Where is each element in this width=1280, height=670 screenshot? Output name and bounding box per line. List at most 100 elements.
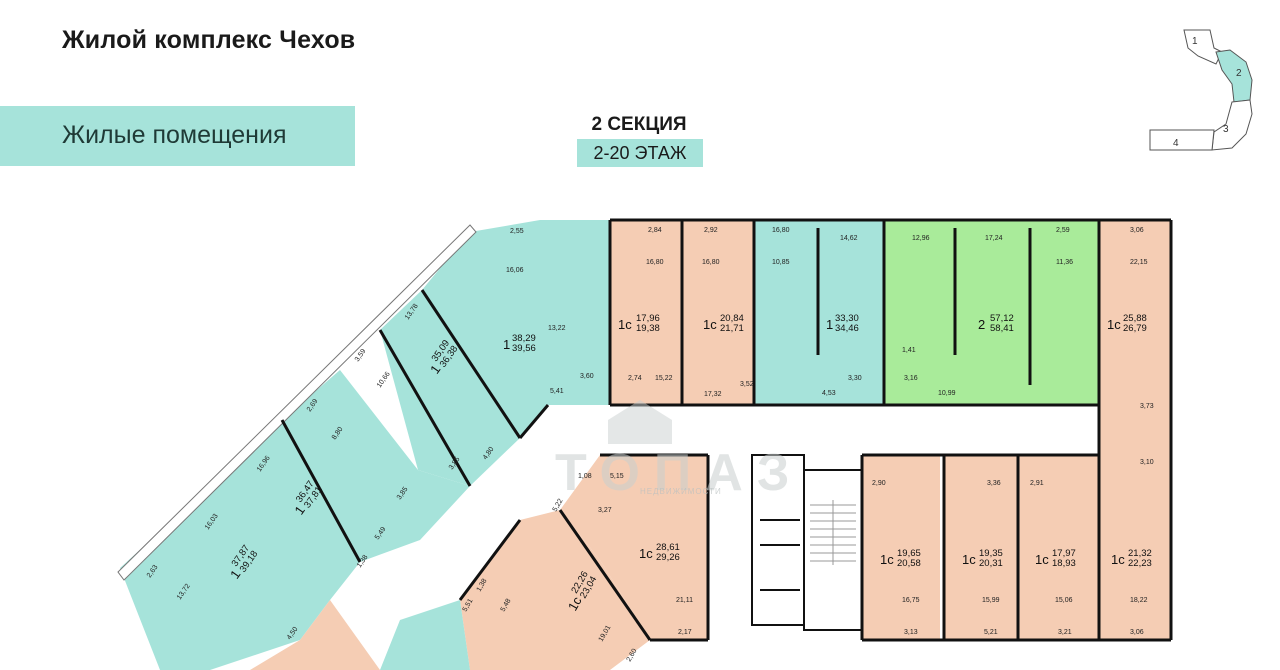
room-area: 3,13 [904,629,918,636]
lower-left-wing [250,455,708,670]
apartment-area: 25,88 [1123,313,1147,324]
walls [280,218,1173,642]
banner-label: Жилые помещения [62,121,287,149]
apartment-area: 19,35 [979,548,1003,559]
complex-title: Жилой комплекс Чехов [62,26,356,54]
apartment-type: 1с [1035,552,1049,567]
apartment-type: 1с [703,317,717,332]
apartment-p1[interactable] [610,220,682,405]
bottom-right-row [862,435,1171,640]
apartment-p3[interactable] [1099,220,1171,435]
apartment-t3[interactable] [282,370,470,562]
apartment-p7[interactable] [944,455,1018,640]
key-plan-label: 3 [1223,124,1229,135]
room-area: 1,08 [578,473,592,480]
apartment-t4[interactable] [120,420,360,670]
room-area: 22,15 [1130,259,1148,266]
apartment-p8[interactable] [1018,455,1098,640]
apartment-p9[interactable] [1099,435,1171,640]
apartment-p5[interactable] [460,510,650,670]
apartment-p2[interactable] [682,220,754,405]
room-area: 16,80 [702,259,720,266]
apartment-area: 57,12 [990,313,1014,324]
apartment-area: 17,97 [1052,548,1076,559]
watermark: ТОПАЗ НЕДВИЖИМОСТИ [555,400,789,502]
watermark-logo-icon [608,400,672,444]
room-area: 15,06 [1055,597,1073,604]
key-plan-section-3[interactable] [1211,99,1253,151]
room-area: 4,53 [822,390,836,397]
room-area: 17,24 [985,235,1003,242]
room-area: 16,75 [902,597,920,604]
room-area: 5,21 [984,629,998,636]
room-area: 2,91 [1030,480,1044,487]
apartment-area: 38,29 [512,333,536,344]
apartment-type: 1с [639,546,653,561]
apartment-total: 29,26 [656,552,680,563]
key-plan-label: 2 [1236,68,1242,79]
apartment-total: 19,38 [636,323,660,334]
watermark-tagline: НЕДВИЖИМОСТИ [640,487,722,496]
room-area: 2,74 [628,375,642,382]
room-area: 3,27 [598,507,612,514]
apartment-area: 19,65 [897,548,921,559]
apartment-type: 1 [503,337,510,352]
room-area: 16,06 [506,267,524,274]
room-area: 16,80 [646,259,664,266]
apartment-area: 33,30 [835,313,859,324]
room-area: 3,36 [987,480,1001,487]
apartment-total: 20,58 [897,558,921,569]
room-area: 12,96 [912,235,930,242]
room-area: 3,06 [1130,629,1144,636]
key-plan-labels: 1 2 3 4 [1173,36,1242,149]
apartment-area: 21,32 [1128,548,1152,559]
room-area: 15,99 [982,597,1000,604]
apartment-total: 21,71 [720,323,744,334]
room-area: 10,85 [772,259,790,266]
room-area: 16,80 [772,227,790,234]
key-plan-label: 1 [1192,36,1198,47]
room-area: 3,73 [1140,403,1154,410]
apartment-t6[interactable] [380,600,470,670]
apartment-area: 28,61 [656,542,680,553]
apartment-t1[interactable] [422,220,610,438]
apartment-type: 1с [880,552,894,567]
room-area: 2,90 [872,480,886,487]
key-plan-section-4[interactable] [1149,129,1215,151]
apartment-g1[interactable] [884,220,1099,405]
room-area: 2,59 [1056,227,1070,234]
section-banner [0,106,355,166]
stair-treads [810,500,856,565]
room-area: 10,99 [938,390,956,397]
room-area: 14,62 [840,235,858,242]
apartment-p6[interactable] [862,455,940,640]
room-area: 1,41 [902,347,916,354]
apartment-total: 22,23 [1128,558,1152,569]
room-area: 3,10 [1140,459,1154,466]
apartment-t2[interactable] [380,290,520,486]
apartment-type: 1с [618,317,632,332]
apartment-total: 20,31 [979,558,1003,569]
room-area: 3,52 [740,381,754,388]
room-area: 3,60 [580,373,594,380]
diagonal-wing [117,220,610,670]
room-area: 13,22 [548,325,566,332]
top-row [610,220,1171,435]
apartment-p4[interactable] [560,455,708,640]
apartment-area: 20,84 [720,313,744,324]
apartment-p-bottom[interactable] [250,600,380,670]
apartment-type: 1 [826,317,833,332]
room-area: 18,22 [1130,597,1148,604]
apartment-type: 1с [1107,317,1121,332]
